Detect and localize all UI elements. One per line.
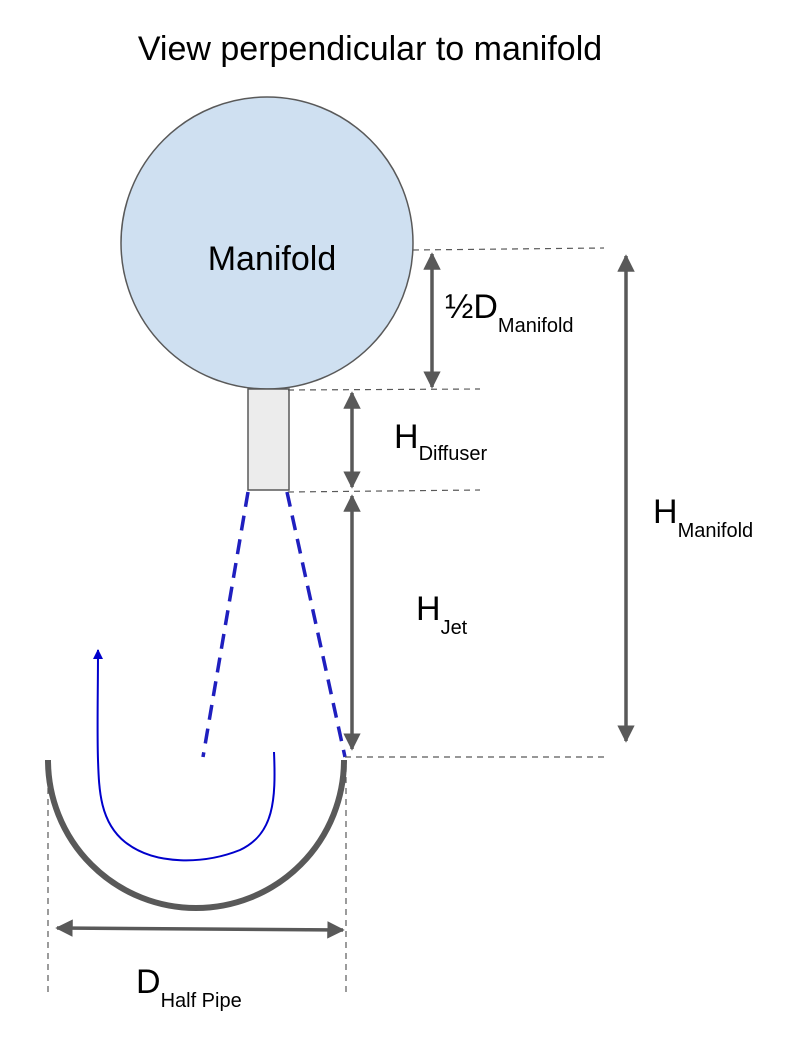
label-h-manifold-sub: Manifold [678,520,754,542]
label-half-d-manifold: ½DManifold [445,288,574,337]
ref-line-manifold-center [412,247,605,251]
label-half-d-manifold-sub: Manifold [498,315,574,337]
label-h-diffuser-main: H [394,418,419,456]
reference-lines [47,247,608,992]
label-d-half-pipe-main: D [136,963,161,1001]
jet-line-left [201,491,250,758]
jet-line-right [285,491,347,758]
ref-line-diffuser-top [287,388,481,391]
label-d-half-pipe: DHalf Pipe [136,963,242,1012]
label-h-manifold-main: H [653,493,678,531]
diagram-title: View perpendicular to manifold [138,30,602,68]
label-h-manifold: HManifold [653,493,753,542]
half-pipe [45,759,347,911]
label-h-diffuser-sub: Diffuser [419,443,488,465]
label-h-jet-main: H [416,590,441,628]
jet-lines [201,491,347,758]
dimension-arrows [55,252,635,939]
label-d-half-pipe-sub: Half Pipe [161,990,242,1012]
ref-line-diffuser-bottom [287,489,481,493]
label-half-d-manifold-main: ½D [445,288,498,326]
label-h-jet-sub: Jet [441,617,468,639]
dim-d-half-pipe [55,919,345,939]
diffuser-rect [247,388,290,491]
manifold-label: Manifold [208,240,337,278]
flow-arrow [92,649,276,862]
label-h-diffuser: HDiffuser [394,418,487,465]
label-h-jet: HJet [416,590,468,639]
